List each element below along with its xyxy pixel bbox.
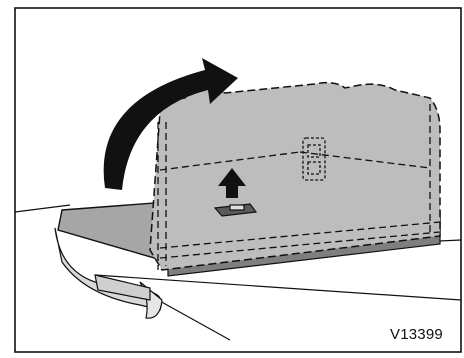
figure-code: V13399 <box>390 326 443 343</box>
